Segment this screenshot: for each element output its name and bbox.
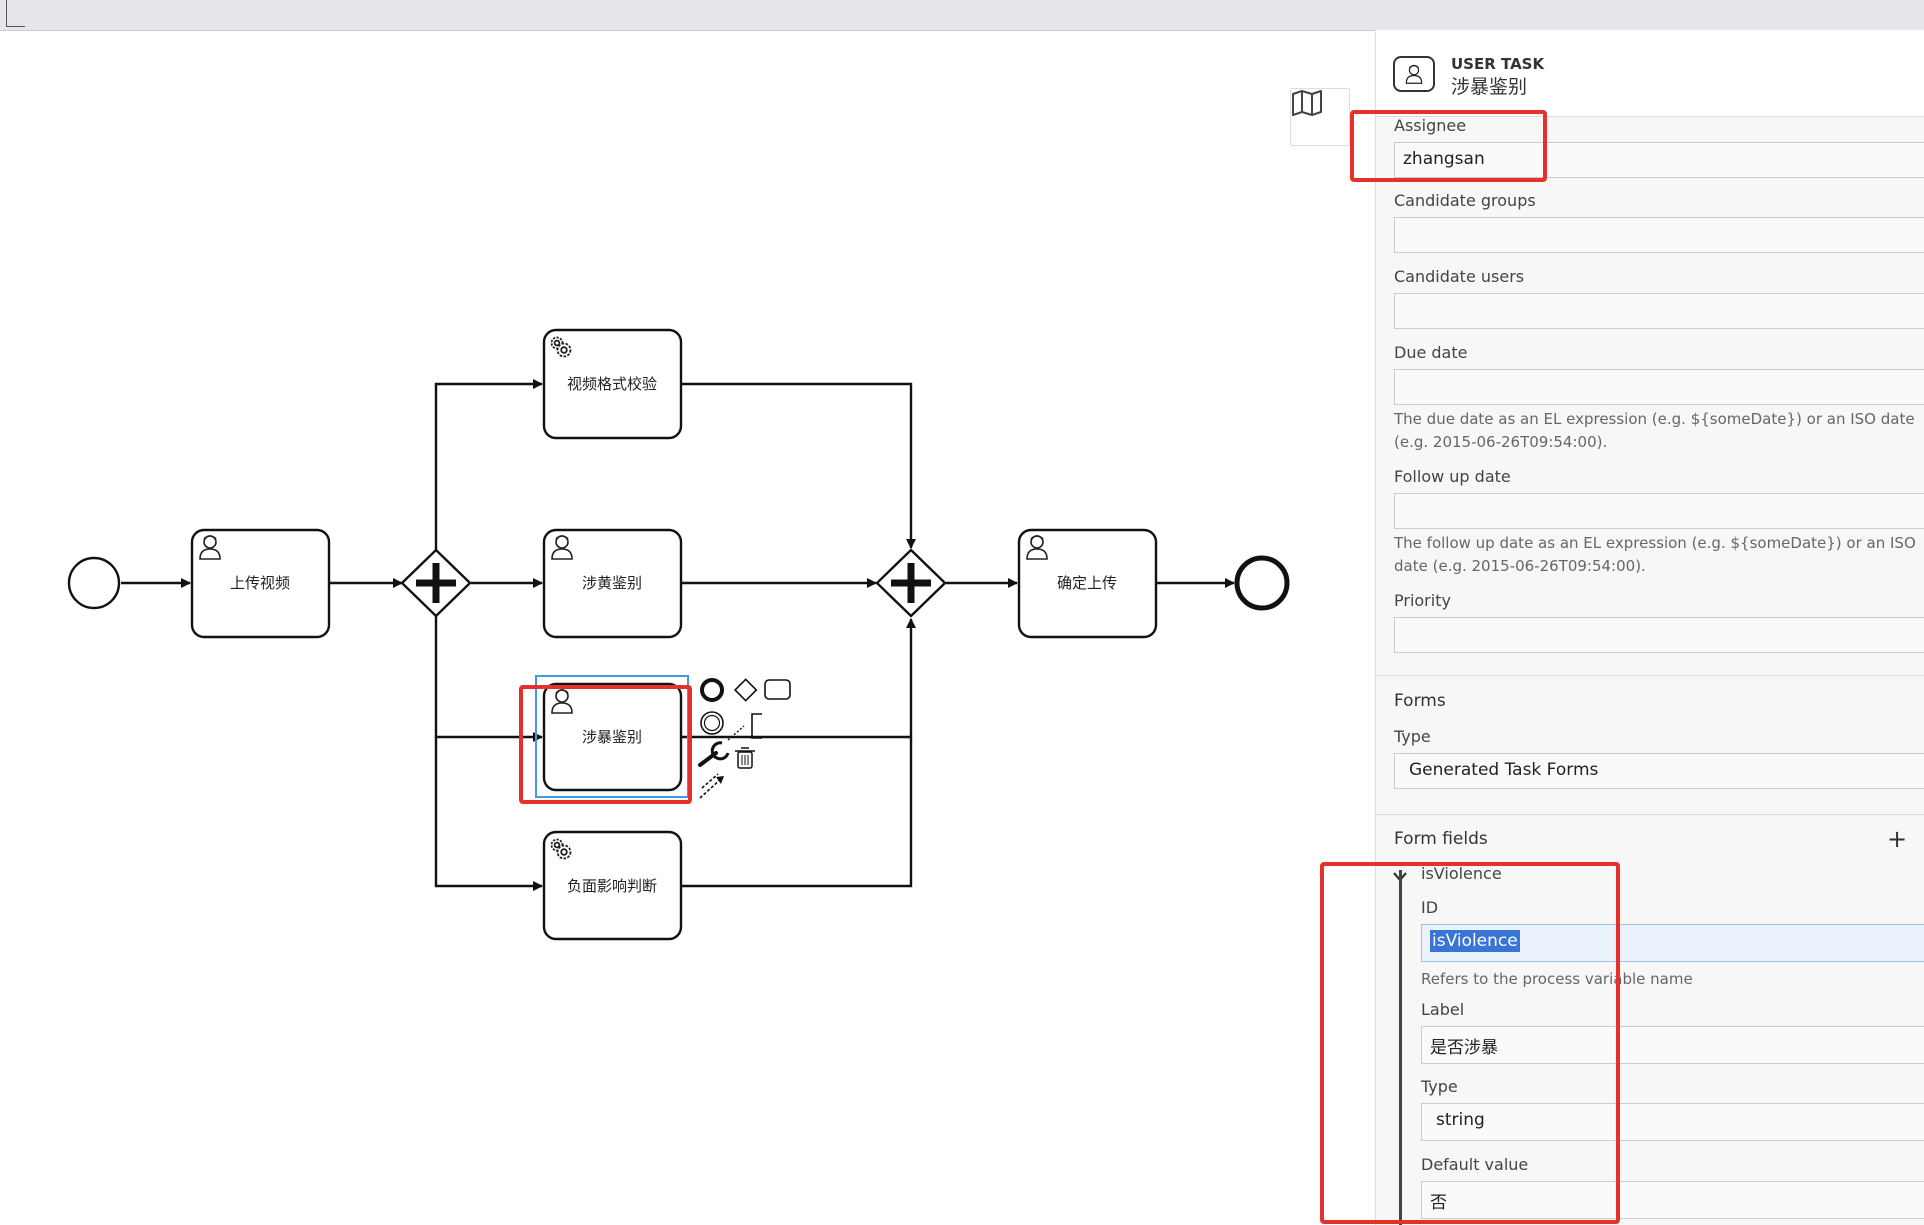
form-type-select[interactable]: Generated Task Forms (1394, 753, 1924, 789)
due-date-input[interactable] (1394, 369, 1924, 405)
append-end-event-icon[interactable] (700, 678, 724, 702)
due-date-label: Due date (1394, 343, 1468, 362)
divider (1376, 814, 1924, 815)
task-label: 上传视频 (230, 574, 290, 592)
minimap-toggle-button[interactable] (1290, 88, 1350, 146)
sequence-flows (121, 379, 1235, 891)
map-icon (1292, 90, 1322, 116)
parallel-gateway-join[interactable] (875, 548, 947, 618)
priority-label: Priority (1394, 591, 1451, 610)
start-event[interactable] (67, 556, 121, 610)
wrench-change-type-icon[interactable] (698, 741, 730, 767)
toolbar-stub (6, 0, 25, 27)
bpmn-canvas[interactable]: 上传视频 视频格式校验 涉黄鉴别 涉暴鉴别 负面影响判断 确定上传 (0, 30, 1375, 1225)
assignee-label: Assignee (1394, 116, 1467, 135)
field-id-input[interactable]: isViolence (1421, 924, 1924, 962)
parallel-gateway-split[interactable] (400, 548, 472, 618)
connect-arrow-icon[interactable] (699, 773, 724, 799)
task-label: 确定上传 (1057, 574, 1117, 592)
form-fields-section-title: Form fields (1394, 829, 1488, 849)
divider (1376, 675, 1924, 676)
append-gateway-icon[interactable] (733, 678, 758, 702)
task-label: 负面影响判断 (567, 877, 657, 895)
field-default-input[interactable]: 否 (1421, 1181, 1924, 1219)
follow-up-date-hint: The follow up date as an EL expression (… (1394, 534, 1916, 575)
candidate-users-input[interactable] (1394, 293, 1924, 329)
text-annotation-icon[interactable] (727, 713, 762, 741)
end-event[interactable] (1234, 555, 1290, 611)
priority-input[interactable] (1394, 617, 1924, 653)
field-id-value: isViolence (1430, 930, 1520, 952)
candidate-users-label: Candidate users (1394, 267, 1525, 286)
task-label: 涉黄鉴别 (582, 574, 642, 592)
add-form-field-button[interactable]: + (1887, 825, 1908, 853)
field-id-label: ID (1421, 898, 1439, 917)
task-upload-video[interactable]: 上传视频 (190, 528, 331, 639)
candidate-groups-label: Candidate groups (1394, 191, 1536, 210)
due-date-hint: The due date as an EL expression (e.g. $… (1394, 410, 1915, 451)
append-task-icon[interactable] (764, 679, 791, 700)
form-field-name[interactable]: isViolence (1421, 864, 1502, 883)
assignee-input[interactable]: zhangsan (1394, 142, 1924, 178)
follow-up-date-input[interactable] (1394, 493, 1924, 529)
field-default-label: Default value (1421, 1155, 1529, 1174)
task-confirm-upload[interactable]: 确定上传 (1017, 528, 1158, 639)
properties-panel: USER TASK 涉暴鉴别 Assignee zhangsan Candida… (1375, 30, 1924, 1225)
task-porn-detect[interactable]: 涉黄鉴别 (542, 528, 683, 639)
task-label: 视频格式校验 (567, 375, 657, 393)
delete-trash-icon[interactable] (735, 747, 755, 769)
field-label-input[interactable]: 是否涉暴 (1421, 1026, 1924, 1064)
form-field-indent-bar (1399, 870, 1402, 1225)
form-type-label: Type (1394, 727, 1431, 746)
element-type: USER TASK (1451, 55, 1545, 73)
field-label-label: Label (1421, 1000, 1465, 1019)
task-label: 涉暴鉴别 (582, 728, 642, 746)
candidate-groups-input[interactable] (1394, 217, 1924, 253)
context-pad[interactable] (698, 678, 791, 799)
task-negative-impact[interactable]: 负面影响判断 (542, 830, 683, 941)
element-name: 涉暴鉴别 (1451, 76, 1528, 98)
forms-section-title: Forms (1394, 691, 1446, 711)
field-type-select[interactable]: string (1421, 1103, 1924, 1141)
top-toolbar (0, 0, 1924, 31)
task-video-format-check[interactable]: 视频格式校验 (542, 328, 683, 440)
user-task-icon (1393, 56, 1435, 92)
field-type-label: Type (1421, 1077, 1458, 1096)
follow-up-date-label: Follow up date (1394, 467, 1511, 486)
panel-header: USER TASK 涉暴鉴别 (1376, 30, 1924, 117)
task-violence-detect[interactable]: 涉暴鉴别 (535, 675, 689, 798)
bpmn-diagram: 上传视频 视频格式校验 涉黄鉴别 涉暴鉴别 负面影响判断 确定上传 (67, 328, 1290, 941)
field-id-hint: Refers to the process variable name (1421, 970, 1693, 988)
